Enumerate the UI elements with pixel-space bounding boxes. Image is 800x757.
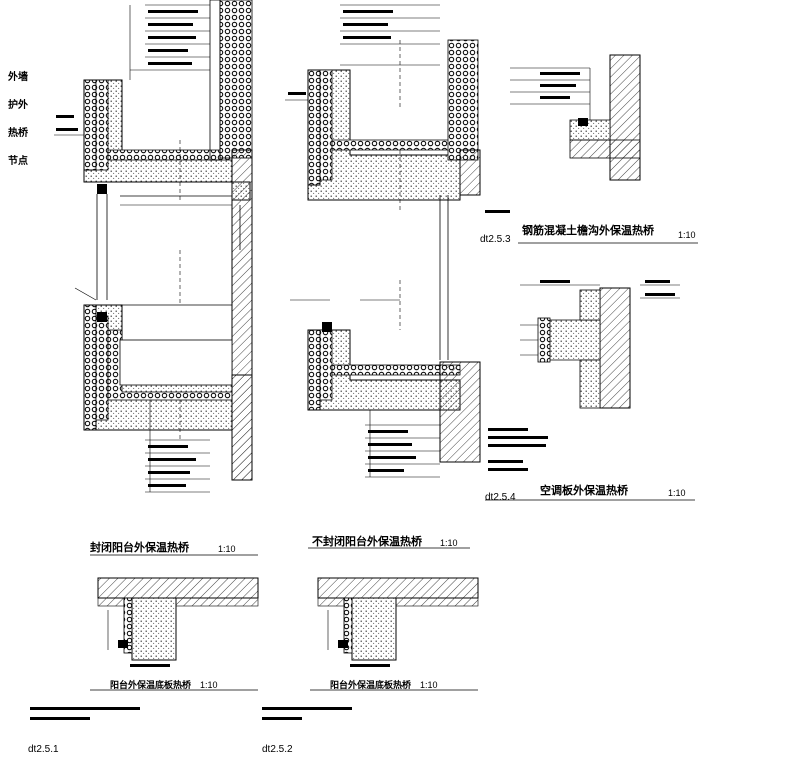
roof-parapet-detail: dt2.5.3 钢筋混凝土檐沟外保温热桥 1:10: [480, 54, 698, 245]
balcony-bottom-1-title: 阳台外保温底板热桥: [110, 679, 192, 691]
roof-parapet-code: dt2.5.3: [480, 234, 511, 245]
open-balcony-title: 不封闭阳台外保温热桥: [312, 534, 423, 548]
side-label-line-2: 护外: [8, 98, 28, 111]
open-balcony-section: [285, 4, 481, 478]
ac-panel-title: 空调板外保温热桥: [540, 483, 629, 497]
roof-parapet-title: 钢筋混凝土檐沟外保温热桥: [522, 223, 655, 237]
side-label-line-1: 外墙: [7, 70, 28, 83]
side-label: 外墙 护外 热桥 节点: [7, 70, 29, 167]
roof-parapet-scale: 1:10: [678, 230, 696, 240]
balcony-bottom-2-code: dt2.5.2: [262, 744, 293, 755]
balcony-bottom-2-scale: 1:10: [420, 680, 438, 690]
balcony-bottom-detail-1: 阳台外保温底板热桥 1:10 dt2.5.1: [28, 577, 259, 755]
side-label-line-3: 热桥: [8, 126, 29, 139]
side-label-line-4: 节点: [8, 154, 28, 167]
ac-panel-detail: dt2.5.4 空调板外保温热桥 1:10: [485, 280, 695, 503]
balcony-titles: 封闭阳台外保温热桥 1:10 不封闭阳台外保温热桥 1:10: [90, 534, 470, 556]
closed-balcony-scale: 1:10: [218, 544, 236, 554]
balcony-bottom-detail-2: 阳台外保温底板热桥 1:10 dt2.5.2: [262, 577, 479, 755]
open-balcony-scale: 1:10: [440, 538, 458, 548]
ac-panel-scale: 1:10: [668, 488, 686, 498]
balcony-bottom-2-title: 阳台外保温底板热桥: [330, 679, 412, 691]
ac-panel-code: dt2.5.4: [485, 492, 516, 503]
closed-balcony-title: 封闭阳台外保温热桥: [90, 540, 190, 554]
closed-balcony-section: [54, 0, 253, 493]
balcony-bottom-1-scale: 1:10: [200, 680, 218, 690]
balcony-bottom-1-code: dt2.5.1: [28, 744, 59, 755]
